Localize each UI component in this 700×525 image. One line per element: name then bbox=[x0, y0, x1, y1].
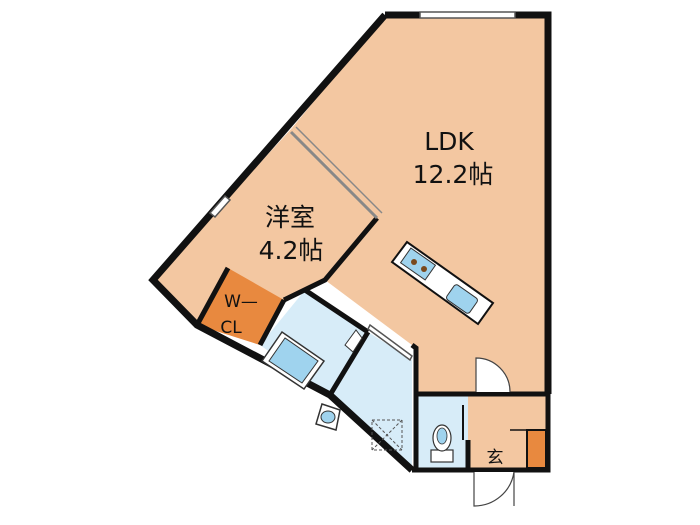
windows bbox=[208, 11, 516, 362]
interior-walls bbox=[194, 216, 379, 397]
toilet bbox=[430, 424, 454, 463]
ldk-name: LDK bbox=[424, 127, 474, 156]
western-room-name: 洋室 bbox=[265, 203, 315, 232]
closet-label-line1: W— bbox=[224, 292, 258, 312]
kitchen-counter bbox=[390, 240, 495, 326]
washroom-area bbox=[330, 332, 412, 470]
lower-walls bbox=[410, 343, 551, 473]
shoe-cabinet bbox=[526, 429, 547, 469]
wash-basin bbox=[315, 403, 341, 431]
ldk-size: 12.2帖 bbox=[413, 160, 494, 189]
doors bbox=[462, 357, 526, 507]
closet-label-line2: CL bbox=[220, 318, 242, 338]
western-room-size: 4.2帖 bbox=[259, 236, 324, 265]
entrance-label: 玄 bbox=[487, 448, 504, 468]
washing-machine-spot bbox=[371, 419, 403, 451]
western-room-area bbox=[153, 128, 377, 325]
bathtub bbox=[260, 329, 363, 391]
